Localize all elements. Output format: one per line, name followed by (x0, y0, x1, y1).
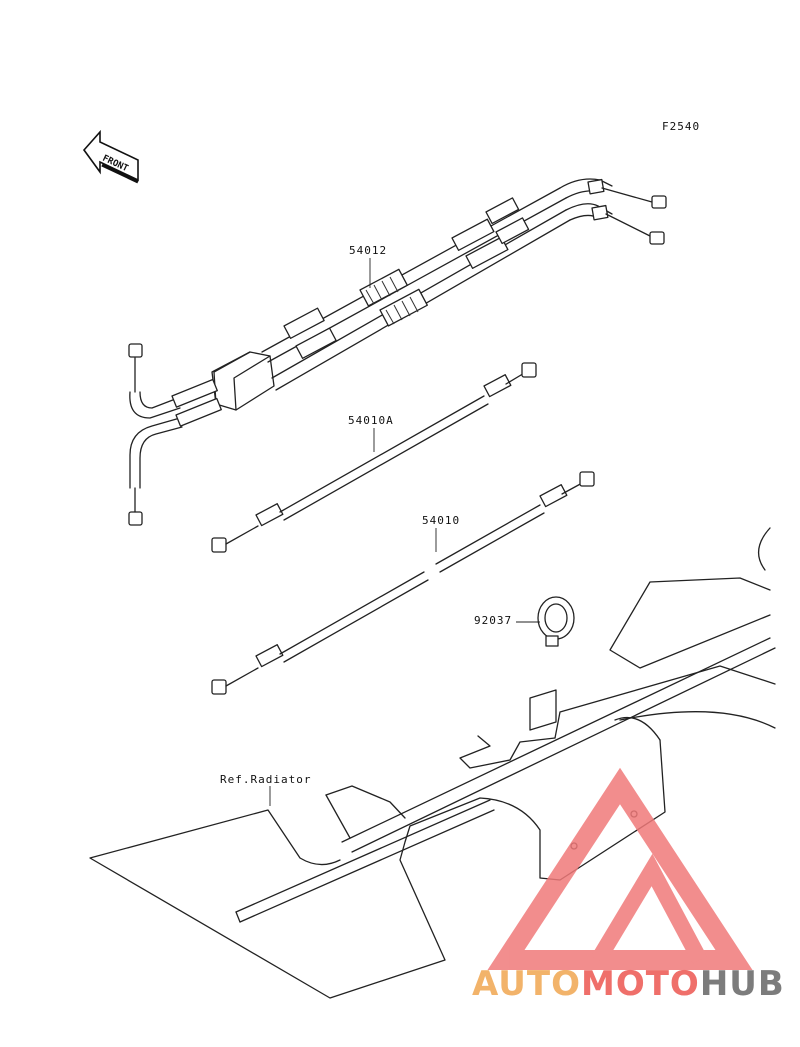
cable-clamp (529, 596, 575, 731)
adjuster-nut (359, 268, 408, 307)
frame-body (89, 527, 776, 999)
callout-92037: 92037 (474, 614, 513, 627)
callout-54012: 54012 (349, 244, 388, 257)
choke-cable (211, 471, 595, 695)
adjuster-nut (379, 288, 428, 327)
logo-part-hub: HUB (699, 964, 785, 1004)
watermark-triangle-icon (487, 767, 753, 970)
choke-cable-a (211, 362, 537, 553)
callout-54010: 54010 (422, 514, 461, 527)
callout-54010a: 54010A (348, 414, 394, 427)
logo-part-auto: AUTO (472, 964, 581, 1004)
logo-part-moto: MOTO (580, 964, 700, 1004)
figure-code: F2540 (662, 120, 701, 133)
front-arrow-icon: FRONT (82, 129, 139, 184)
watermark-logo: AUTOMOTOHUB (472, 964, 785, 1004)
callout-ref-radiator: Ref.Radiator (220, 773, 312, 786)
throttle-cable-assembly (128, 178, 667, 526)
